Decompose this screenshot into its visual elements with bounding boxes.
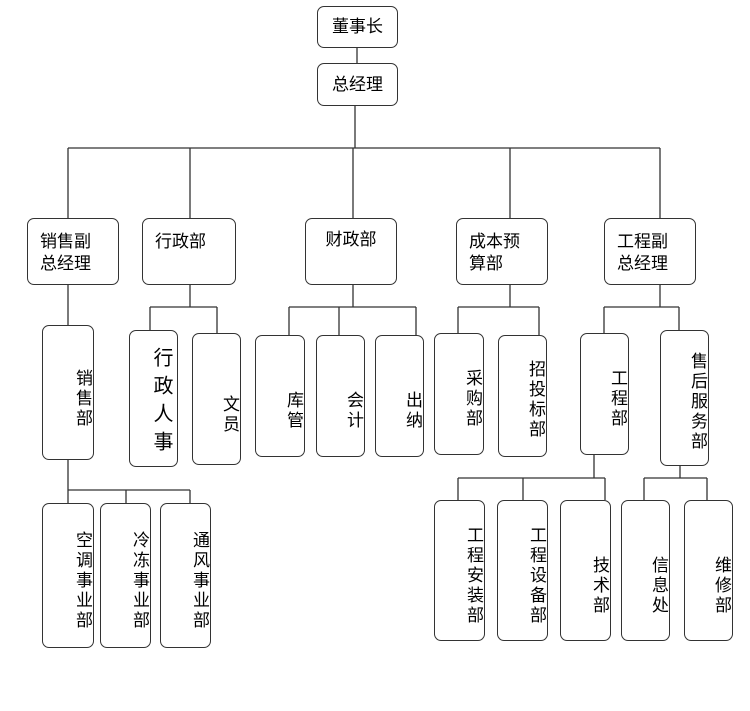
node-ventilation-division: 通风事业部	[160, 503, 211, 648]
node-sales-dept: 销售部	[42, 325, 94, 460]
node-technical: 技术部	[560, 500, 611, 641]
node-clerk: 文员	[192, 333, 241, 465]
node-general-manager: 总经理	[317, 63, 398, 106]
node-refrigeration-division: 冷冻事业部	[100, 503, 151, 648]
node-chairman: 董事长	[317, 6, 398, 48]
node-procurement: 采购部	[434, 333, 484, 455]
node-warehouse: 库管	[255, 335, 305, 457]
node-equipment: 工程设备部	[497, 500, 548, 641]
node-cashier: 出纳	[375, 335, 424, 457]
node-aftersales: 售后服务部	[660, 330, 709, 466]
node-admin-dept: 行政部	[142, 218, 236, 285]
node-bidding: 招投标部	[498, 335, 547, 457]
node-installation: 工程安装部	[434, 500, 485, 641]
node-repair: 维修部	[684, 500, 733, 641]
node-sales-vp: 销售副 总经理	[27, 218, 119, 285]
node-information: 信息处	[621, 500, 670, 641]
node-finance-dept: 财政部	[305, 218, 397, 285]
node-ac-division: 空调事业部	[42, 503, 94, 648]
node-eng-dept: 工程部	[580, 333, 629, 455]
node-budget-dept: 成本预 算部	[456, 218, 548, 285]
node-eng-vp: 工程副 总经理	[604, 218, 696, 285]
node-admin-hr: 行政人事	[129, 330, 178, 467]
node-accounting: 会计	[316, 335, 365, 457]
